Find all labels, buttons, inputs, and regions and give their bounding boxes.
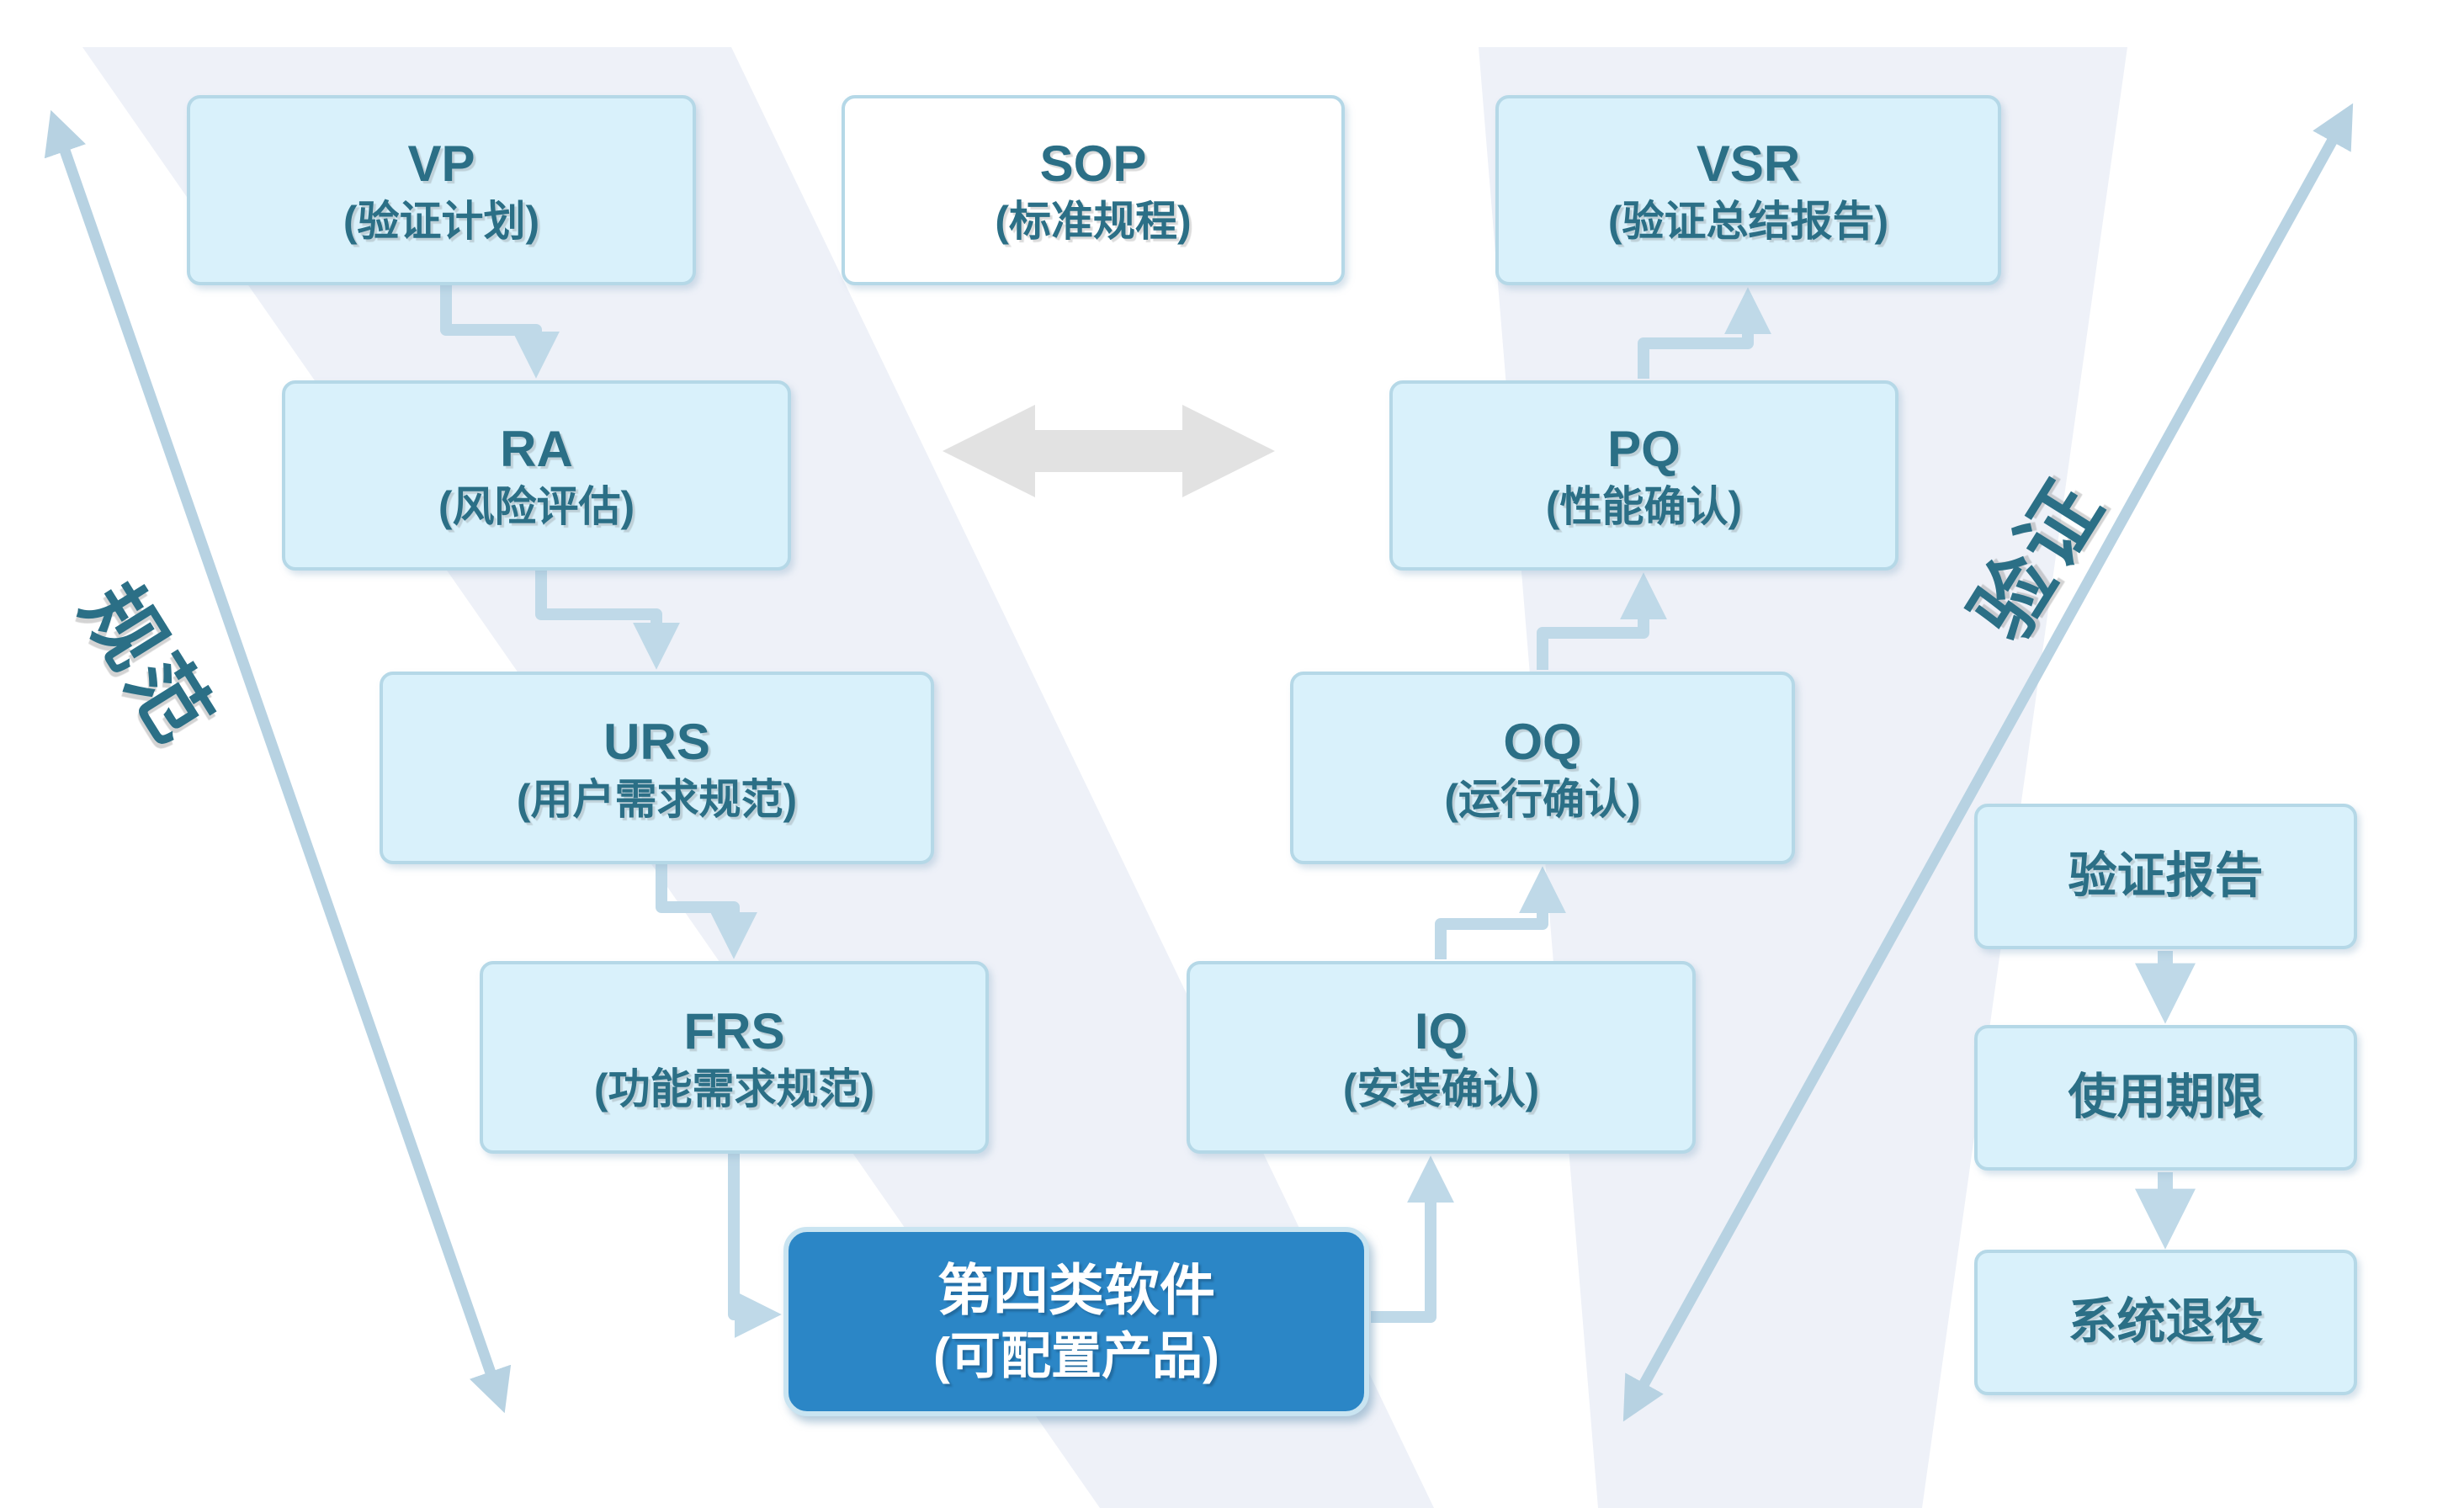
node-sop-title: SOP [1039,135,1147,193]
node-urs-title: URS [603,713,710,770]
node-urs-subtitle: (用户需求规范) [516,775,798,823]
node-vsr-title: VSR [1696,135,1801,193]
node-vsr-subtitle: (验证总结报告) [1607,198,1889,246]
node-vsr: VSR (验证总结报告) [1495,95,2001,285]
node-vp-subtitle: (验证计划) [343,198,540,246]
node-sop: SOP (标准规程) [842,95,1345,285]
node-iq: IQ (安装确认) [1187,961,1696,1154]
node-ra: RA (风险评估) [282,380,791,571]
node-pq: PQ (性能确认) [1389,380,1898,571]
node-frs-subtitle: (功能需求规范) [593,1065,875,1112]
node-sop-subtitle: (标准规程) [995,198,1192,246]
node-frs: FRS (功能需求规范) [480,961,989,1154]
node-oq-title: OQ [1503,713,1582,770]
spec-axis-arrow [44,109,512,1414]
connector-urs-frs [656,863,757,959]
node-iq-subtitle: (安装确认) [1342,1065,1540,1112]
node-software-subtitle: (可配置产品) [933,1328,1219,1385]
connector-oq-pq [1537,572,1667,670]
lifecycle-box-validation-report: 验证报告 [1974,804,2357,949]
lifecycle-box-system-retirement-label: 系统退役 [2068,1294,2264,1350]
node-iq-title: IQ [1414,1002,1468,1059]
node-ra-subtitle: (风险评估) [438,483,635,531]
node-pq-title: PQ [1607,421,1681,478]
connector-frs-software [728,1152,782,1338]
lifecycle-box-usage-period-label: 使用期限 [2068,1070,2264,1125]
node-urs: URS (用户需求规范) [380,672,934,864]
node-frs-title: FRS [683,1002,785,1059]
node-ra-title: RA [500,421,573,478]
verify-axis-arrow [1622,103,2354,1422]
connector-iq-oq [1435,866,1566,959]
node-oq-subtitle: (运行确认) [1444,775,1641,823]
node-vp-title: VP [407,135,475,193]
node-pq-subtitle: (性能确认) [1545,483,1743,531]
node-vp: VP (验证计划) [187,95,696,285]
lifecycle-box-usage-period: 使用期限 [1974,1025,2357,1171]
lifecycle-box-system-retirement: 系统退役 [1974,1250,2357,1395]
node-software-category: 第四类软件 (可配置产品) [783,1227,1369,1416]
node-software-title: 第四类软件 [937,1258,1215,1321]
lifecycle-box-validation-report-label: 验证报告 [2068,848,2264,904]
connector-pq-vsr [1638,287,1771,379]
connector-ra-urs [535,569,680,670]
connector-software-iq [1371,1155,1454,1323]
node-oq: OQ (运行确认) [1290,672,1795,864]
connector-vp-ra [440,284,560,379]
